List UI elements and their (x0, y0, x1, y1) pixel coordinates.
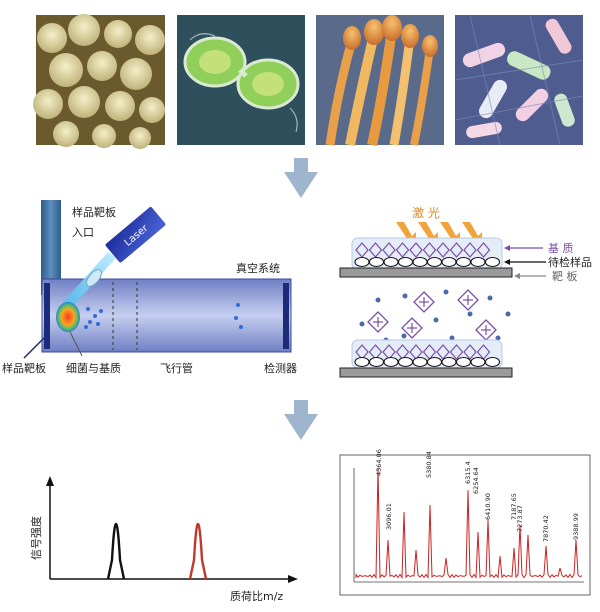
spectrum-peak-label: 6315.4 (464, 461, 472, 484)
target-plate-bottom (339, 367, 513, 378)
matrix-diamond (422, 242, 437, 258)
detector-label: 检测器 (264, 361, 297, 375)
spectrum-peak-label: 5380.84 (425, 451, 433, 478)
microbe-panel-fungi (316, 15, 444, 147)
sample-oval (397, 256, 414, 268)
microbe-panel-cocci (33, 14, 165, 149)
sample-ovals-top (354, 256, 501, 268)
signal-intensity-label: 信号强度 (29, 516, 43, 560)
target-inlet-label: 样品靶板 (72, 205, 116, 219)
target-plate-top (339, 267, 513, 278)
sample-oval (412, 356, 428, 368)
spectrum-trace (355, 467, 583, 580)
spectrum-peak-label: 4364.06 (375, 449, 383, 476)
matrix-diamond (395, 242, 410, 258)
sample-oval (368, 356, 385, 368)
bacteria-matrix-label: 细菌与基质 (66, 362, 121, 375)
matrix-diamond (476, 242, 491, 258)
sample-oval (441, 356, 457, 368)
matrix-diamond (436, 242, 450, 258)
spectrum-peak-label: 6254.64 (472, 467, 480, 494)
detector (283, 283, 289, 349)
matrix-label: 基 质 (548, 242, 574, 255)
sample-oval (412, 256, 428, 268)
matrix-diamond (382, 242, 396, 258)
ion-cloud (84, 303, 243, 329)
released-ions (359, 289, 511, 343)
spectrum-peak-label: 6410.90 (484, 493, 492, 520)
target-plate (44, 283, 50, 349)
matrix-diamond (409, 242, 423, 258)
sample-oval (470, 256, 486, 268)
target-plate-label: 样品靶板 (2, 361, 46, 375)
matrix-diamond (449, 242, 464, 258)
spectrum-peak-label: 3096.01 (385, 503, 393, 530)
spectrum-peak-label: 7870.42 (542, 515, 550, 542)
rod-bacteria (454, 14, 584, 146)
down-arrow-2 (284, 400, 318, 440)
microbe-panel-rods (454, 14, 584, 146)
cocci-cells (33, 14, 165, 149)
sample-oval (354, 356, 370, 368)
sample-oval (455, 256, 472, 268)
sample-oval (455, 356, 472, 368)
sample-oval (484, 356, 501, 368)
sample-oval (441, 256, 457, 268)
laser-label: 激 光 (412, 206, 440, 220)
laser-lens (86, 269, 102, 287)
down-arrow-1 (284, 158, 318, 198)
sample-label: 待检样品 (548, 255, 592, 269)
flight-tube-label: 飞行管 (160, 361, 193, 375)
sample-oval (383, 356, 399, 368)
spectrum-peak-label: 7273.87 (516, 505, 524, 532)
sample-oval (470, 356, 486, 368)
black-peak (106, 522, 126, 580)
matrix-diamond (463, 344, 477, 360)
spectrum-line (355, 467, 583, 580)
schematic-spectrum: 信号强度 质荷比m/z (29, 476, 298, 603)
sample-oval (354, 256, 370, 268)
fungal-hyphae (325, 15, 438, 147)
sample-oval (397, 356, 414, 368)
spectrum-peak-label: 9388.99 (572, 513, 580, 540)
dividing-cells (183, 33, 300, 133)
inlet-label: 入口 (72, 226, 94, 239)
spectrum-peak-label: 7187.65 (510, 493, 518, 520)
sample-oval (426, 256, 443, 268)
sample-spot (56, 302, 80, 332)
sample-oval (368, 256, 385, 268)
tof-instrument: Laser 样品靶板 入口 真空系统 样品靶板 细菌与基质 飞行管 检测器 (2, 200, 297, 375)
sample-oval (484, 256, 501, 268)
vacuum-label: 真空系统 (236, 261, 280, 275)
matrix-diamond (463, 242, 477, 258)
mz-label: 质荷比m/z (230, 590, 283, 603)
sample-ovals-bottom (354, 356, 501, 368)
sample-oval (426, 356, 443, 368)
plate-label: 靶 板 (552, 269, 578, 283)
matrix-diamond (449, 344, 464, 360)
microbe-panel-dividing (177, 15, 305, 145)
inlet-post (41, 200, 61, 295)
desorption-schematic: 激 光 基 质 待检样品 靶 板 (339, 206, 592, 378)
sample-oval (383, 256, 399, 268)
red-peak (188, 522, 208, 580)
